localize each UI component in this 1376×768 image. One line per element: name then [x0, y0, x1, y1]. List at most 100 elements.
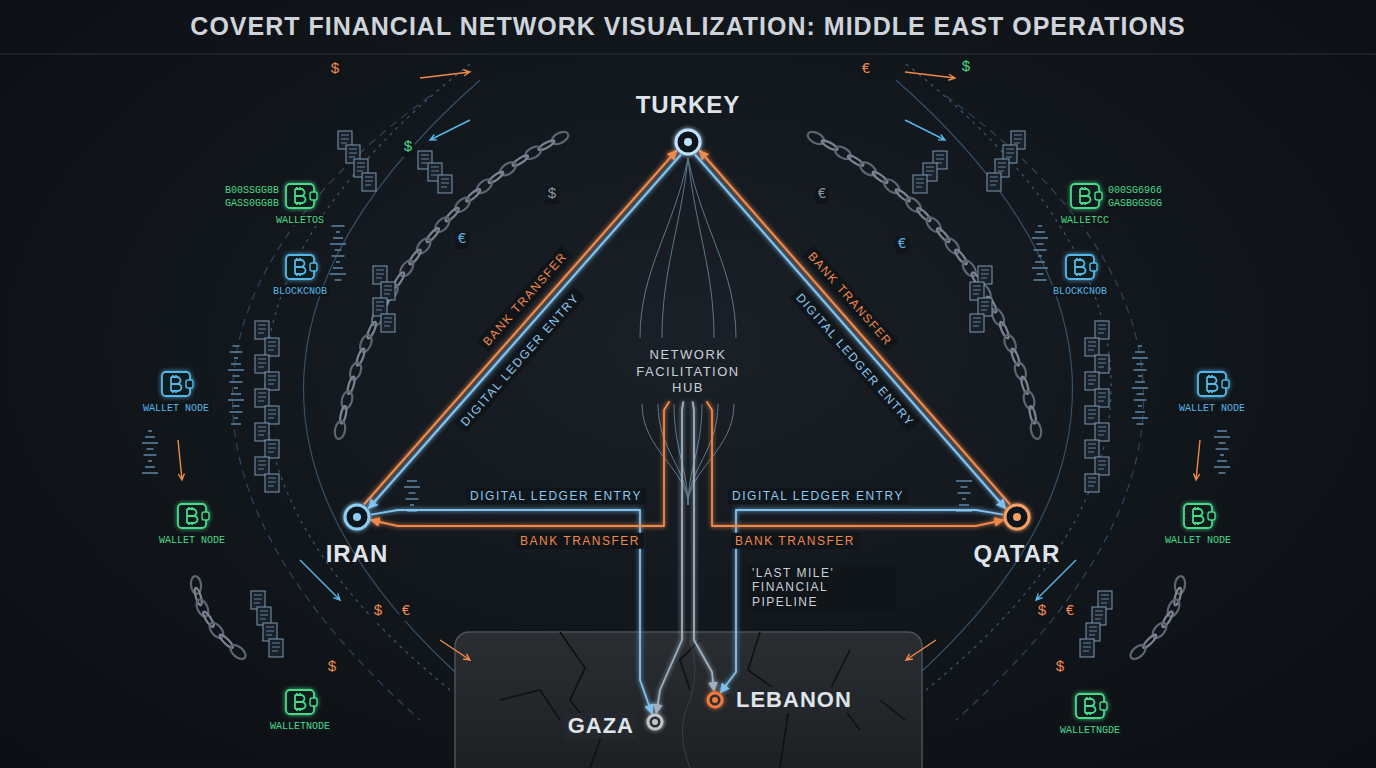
wallet-address: GASBGGSGG [1106, 198, 1164, 209]
document-lines [258, 461, 266, 469]
data-tick [1217, 460, 1227, 462]
data-tick [233, 345, 240, 347]
data-tick [330, 273, 346, 275]
document-lines [1089, 627, 1097, 635]
chain-link [1150, 620, 1169, 640]
data-tick [231, 423, 241, 425]
document-lines [254, 595, 262, 603]
wallet-icon [1184, 504, 1215, 528]
coin-symbol [171, 375, 182, 393]
document-lines [421, 155, 429, 163]
currency-symbol: € [1063, 604, 1076, 621]
document-sheet [257, 607, 271, 625]
document-sheet [970, 314, 984, 332]
connector-label: DIGITAL LEDGER ENTRY [466, 488, 646, 504]
document-sheet [265, 372, 279, 390]
chain-link [847, 154, 865, 168]
data-tick [228, 399, 244, 401]
document-lines [272, 643, 280, 651]
place-name: TURKEY [636, 91, 741, 119]
country-node: IRAN [342, 502, 372, 532]
wallet-clasp [186, 380, 193, 388]
data-tick [1216, 448, 1229, 450]
data-tick [330, 243, 346, 245]
document-lines [258, 325, 266, 333]
document-icon [265, 440, 279, 458]
document-sheet [255, 355, 269, 373]
document-icon [1095, 423, 1109, 441]
currency-symbol: € [895, 237, 908, 254]
node-ring [676, 130, 700, 154]
data-tick [147, 448, 154, 450]
document-lines [926, 167, 934, 175]
flow-connector [699, 151, 1010, 505]
data-tick [142, 472, 158, 474]
wallet-label: WALLET NODE [141, 403, 211, 414]
chain-link [903, 195, 923, 215]
wallet-icon [286, 255, 317, 279]
node-dot [708, 693, 722, 707]
currency-symbol: $ [328, 62, 341, 79]
document-icon [265, 372, 279, 390]
data-tick [1037, 243, 1044, 245]
data-tick [234, 387, 238, 389]
document-icon [1085, 406, 1099, 424]
document-sheet [1095, 457, 1109, 475]
data-tick [956, 480, 972, 482]
wallet-clasp [1222, 380, 1229, 388]
flow-arrow [420, 70, 470, 78]
currency-symbol: € [399, 604, 412, 621]
document-sheet [373, 298, 387, 316]
data-tick [148, 430, 152, 432]
document-sheet [265, 406, 279, 424]
data-tick [404, 486, 420, 488]
data-tick [1032, 267, 1048, 269]
destination-node: LEBANON [705, 690, 725, 710]
orbit-arcs [232, 64, 1143, 720]
orbit-arc [265, 64, 470, 690]
document-icon [1085, 474, 1099, 492]
chain-link [333, 420, 346, 440]
wallet-address: GASS0GG8B [223, 198, 281, 209]
document-icon [1085, 440, 1099, 458]
document-sheet [263, 623, 277, 641]
wallet-icon [162, 372, 193, 396]
wallet-clasp [1095, 192, 1102, 200]
document-lines [1095, 611, 1103, 619]
chain-link [432, 215, 452, 235]
document-sheet [1095, 389, 1109, 407]
orbit-arc [906, 64, 1111, 690]
generated-decoration [142, 70, 1230, 718]
data-tick [1219, 442, 1226, 444]
document-sheet [978, 266, 992, 284]
document-icon [255, 355, 269, 373]
document-lines [1088, 342, 1096, 350]
orbit-arc [896, 80, 1072, 672]
document-icon [978, 298, 992, 316]
data-tick [410, 504, 414, 506]
chain-link [465, 188, 482, 203]
chain-link [881, 177, 901, 196]
document-icon [1092, 607, 1106, 625]
chain-link [202, 610, 216, 628]
flow-connector [687, 156, 689, 343]
document-sheet [362, 173, 376, 191]
connector-label: DIGITAL LEDGER ENTRY [728, 488, 908, 504]
map-panel [455, 632, 922, 768]
fan-line [662, 158, 688, 338]
data-tick [233, 375, 240, 377]
node-outline [1002, 502, 1032, 532]
document-lines [357, 163, 365, 171]
data-tick [1035, 261, 1045, 263]
connector-label: 'LAST MILE' FINANCIAL PIPELINE [748, 565, 896, 610]
chain-link [924, 215, 944, 235]
document-lines [384, 318, 392, 326]
document-lines [973, 318, 981, 326]
chain-link [1029, 420, 1042, 440]
country-node: TURKEY [673, 127, 703, 157]
document-icon [381, 314, 395, 332]
document-sheet [1085, 372, 1099, 390]
chain-link [954, 248, 969, 265]
connector-label: BANK TRANSFER [731, 533, 859, 549]
flow-arrow [440, 640, 470, 660]
